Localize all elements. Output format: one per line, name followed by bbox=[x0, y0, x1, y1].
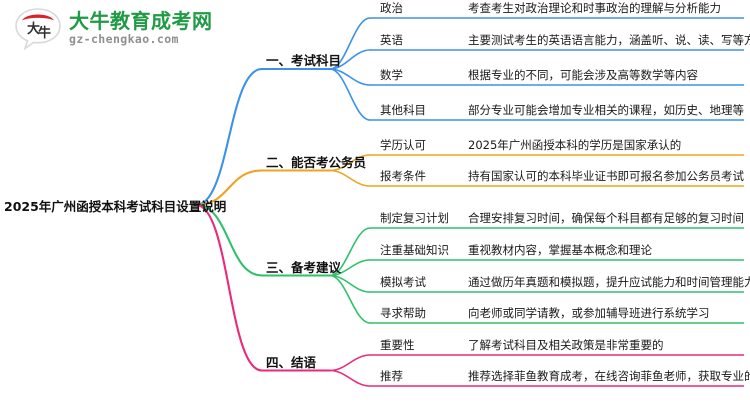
detail-node-text[interactable]: 了解考试科目及相关政策是非常重要的 bbox=[468, 338, 664, 352]
logo-domain: gz-chengkao.com bbox=[69, 31, 179, 46]
sub-node-label[interactable]: 重要性 bbox=[380, 338, 415, 352]
speech-bubble-logo-icon: 大 牛 bbox=[14, 6, 62, 51]
detail-node-text[interactable]: 持有国家认可的本科毕业证书即可报名参加公务员考试 bbox=[468, 169, 744, 183]
detail-node-text[interactable]: 通过做历年真题和模拟题，提升应试能力和时间管理能力 bbox=[468, 275, 750, 289]
detail-node-text[interactable]: 2025年广州函授本科的学历是国家承认的 bbox=[468, 138, 682, 152]
sub-node-label[interactable]: 推荐 bbox=[380, 369, 403, 383]
branch-label-4[interactable]: 四、结语 bbox=[266, 354, 317, 370]
sub-node-label[interactable]: 政治 bbox=[380, 1, 403, 15]
sub-node-label[interactable]: 模拟考试 bbox=[380, 275, 426, 289]
detail-node-text[interactable]: 考查考生对政治理论和时事政治的理解与分析能力 bbox=[468, 1, 721, 15]
sub-node-label[interactable]: 注重基础知识 bbox=[380, 243, 449, 257]
sub-node-label[interactable]: 英语 bbox=[380, 33, 403, 47]
sub-node-label[interactable]: 学历认可 bbox=[380, 138, 426, 152]
sub-node-label[interactable]: 寻求帮助 bbox=[380, 306, 426, 320]
root-node[interactable]: 2025年广州函授本科考试科目设置说明 bbox=[4, 199, 227, 214]
detail-node-text[interactable]: 合理安排复习时间，确保每个科目都有足够的复习时间 bbox=[468, 211, 744, 225]
branch-label-3[interactable]: 三、备考建议 bbox=[266, 259, 342, 275]
detail-node-text[interactable]: 向老师或同学请教，或参加辅导班进行系统学习 bbox=[468, 306, 710, 320]
svg-text:牛: 牛 bbox=[38, 25, 51, 41]
branch-label-2[interactable]: 二、能否考公务员 bbox=[266, 154, 367, 170]
sub-node-label[interactable]: 制定复习计划 bbox=[380, 211, 449, 225]
detail-node-text[interactable]: 重视教材内容，掌握基本概念和理论 bbox=[468, 243, 652, 257]
detail-node-text[interactable]: 推荐选择菲鱼教育成考，在线咨询菲鱼老师，获取专业的指导和帮助 bbox=[468, 369, 750, 383]
branch-label-1[interactable]: 一、考试科目 bbox=[266, 53, 342, 68]
site-logo[interactable]: 大 牛 大牛教育成考网 gz-chengkao.com bbox=[14, 6, 213, 51]
detail-node-text[interactable]: 主要测试考生的英语语言能力，涵盖听、说、读、写等方面 bbox=[468, 33, 750, 47]
sub-node-label[interactable]: 报考条件 bbox=[380, 169, 426, 183]
sub-node-label[interactable]: 数学 bbox=[380, 68, 403, 82]
sub-node-label[interactable]: 其他科目 bbox=[380, 103, 426, 117]
svg-text:大: 大 bbox=[27, 21, 40, 37]
detail-node-text[interactable]: 根据专业的不同，可能会涉及高等数学等内容 bbox=[468, 68, 698, 82]
detail-node-text[interactable]: 部分专业可能会增加专业相关的课程，如历史、地理等 bbox=[468, 103, 744, 117]
logo-title: 大牛教育成考网 bbox=[69, 8, 213, 33]
